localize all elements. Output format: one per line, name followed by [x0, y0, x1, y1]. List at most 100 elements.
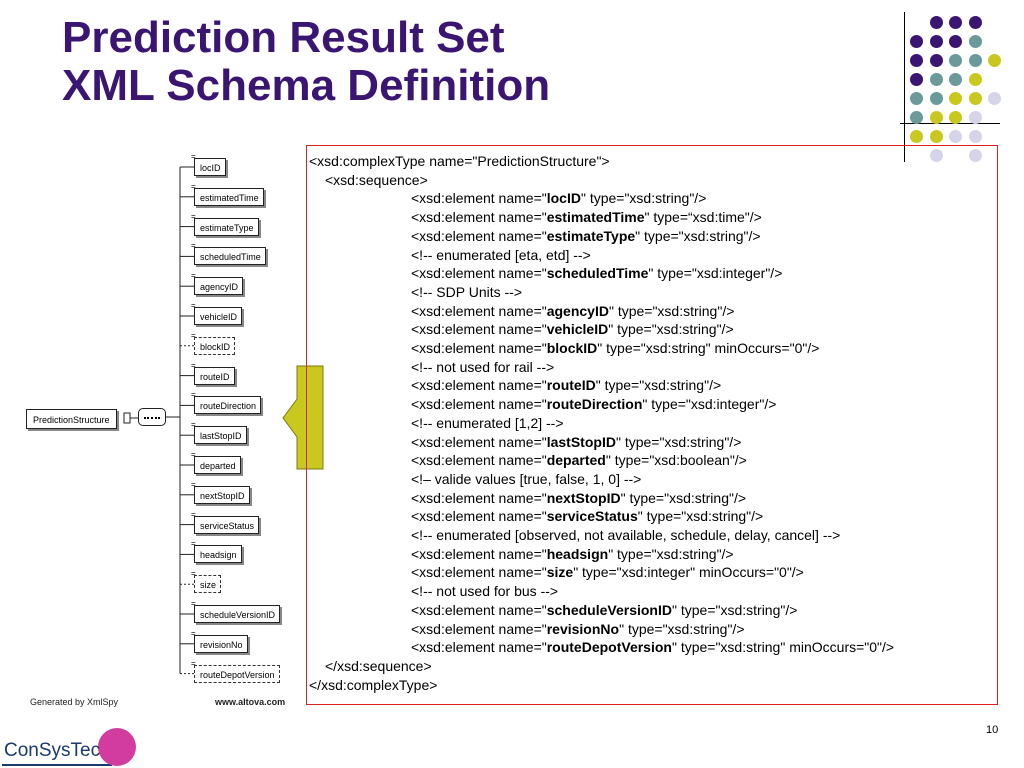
diagram-element-label: estimateType [200, 222, 254, 233]
code-element-attrs: " type="xsd:string"/> [620, 489, 747, 506]
element-type-marker: = [191, 628, 196, 638]
diagram-element-label: vehicleID [200, 312, 238, 322]
code-element-vehicleID: <xsd:element name="vehicleID" type="xsd:… [411, 320, 734, 339]
diagram-sequence-compositor [138, 408, 166, 426]
element-type-marker: = [191, 509, 196, 519]
diagram-element-agencyID: =agencyID [191, 272, 244, 296]
code-element-name: agencyID [546, 302, 609, 319]
sequence-dots-icon [144, 417, 160, 420]
decorative-dot [910, 92, 923, 105]
decorative-dot [968, 73, 982, 86]
decorative-dot [910, 35, 923, 48]
code-element-name: serviceStatus [546, 508, 638, 525]
diagram-root-expander [123, 412, 131, 424]
diagram-element-estimateType: =estimateType [191, 212, 259, 236]
element-type-marker: = [191, 271, 196, 281]
logo-underline [2, 764, 112, 766]
code-element-name: locID [546, 190, 581, 207]
logo-circle-icon [98, 728, 136, 766]
logo-text: ConSysTec [4, 740, 101, 761]
slide-title: Prediction Result Set XML Schema Definit… [62, 14, 550, 110]
code-element-attrs: " type="xsd:string"/> [608, 302, 735, 319]
slide-title-line-1: Prediction Result Set [62, 13, 505, 62]
element-type-marker: = [191, 450, 196, 459]
diagram-element-label: nextStopID [200, 490, 245, 501]
page-number: 10 [986, 724, 999, 736]
diagram-element-routeDirection: = routeDirection [191, 391, 262, 415]
code-element-prefix: <xsd:element name=" [411, 209, 547, 226]
diagram-element-size: =size [191, 570, 222, 594]
diagram-element-label: routeDepotVersion [200, 669, 275, 680]
code-element-agencyID: <xsd:element name="agencyID" type="xsd:s… [411, 302, 734, 321]
xsd-code-panel: <xsd:complexType name="PredictionStructu… [306, 145, 998, 705]
diagram-element-label: locID [200, 163, 221, 173]
diagram-element-locID: = locID [191, 153, 226, 176]
code-element-attrs: " type="xsd:string"/> [615, 433, 742, 450]
code-element-name: lastStopID [546, 433, 616, 450]
decorative-dot [929, 130, 943, 143]
code-element-name: routeDirection [546, 396, 643, 413]
code-element-prefix: <xsd:element name=" [411, 377, 547, 394]
element-type-marker: = [191, 360, 196, 370]
decorative-dot-grid [900, 12, 1020, 172]
code-element-locID: <xsd:element name="locID" type="xsd:stri… [411, 189, 706, 208]
code-element-name: blockID [546, 340, 598, 356]
code-element-prefix: <xsd:element name=" [411, 639, 547, 656]
code-element-name: headsign [546, 545, 609, 562]
decorative-dot [949, 54, 962, 67]
diagram-element-blockID: =blockID [191, 331, 236, 355]
decorative-dot [968, 16, 982, 29]
decorative-dot [949, 111, 962, 124]
decorative-dot [968, 54, 982, 67]
decorative-dot [910, 111, 923, 124]
code-element-name: revisionNo [546, 620, 620, 637]
code-open-sequence: <xsd:sequence> [325, 171, 428, 188]
decorative-dot [929, 73, 943, 86]
dot-grid-horizontal-rule [900, 123, 1000, 124]
slide-title-line-2: XML Schema Definition [62, 61, 551, 110]
element-type-marker: = [191, 181, 196, 191]
diagram-element-lastStopID: =lastStopID [191, 421, 247, 445]
code-element-attrs: " type="xsd:string"/> [637, 508, 764, 525]
code-element-name: routeID [546, 377, 596, 394]
element-type-marker: = [191, 599, 196, 608]
code-element-estimateType: <xsd:element name="estimateType" type="x… [411, 227, 761, 246]
decorative-dot [968, 92, 982, 105]
diagram-element-label: routeDirection [200, 401, 257, 412]
code-element-prefix: <xsd:element name=" [411, 396, 547, 413]
element-type-marker: = [191, 658, 196, 668]
diagram-element-vehicleID: =vehicleID [191, 302, 243, 325]
schema-diagram-connectors [123, 166, 194, 675]
code-element-prefix: <xsd:element name=" [411, 340, 547, 356]
element-type-marker: = [191, 152, 196, 161]
diagram-element-routeDepotVersion: = routeDepotVersion [191, 659, 280, 683]
code-element-routeDirection: <xsd:element name="routeDirection" type=… [411, 395, 776, 414]
code-element-name: routeDepotVersion [546, 639, 672, 656]
decorative-dot [929, 92, 943, 105]
diagram-element-label: routeID [200, 371, 230, 382]
code-element-scheduleVersionID: <xsd:element name="scheduleVersionID" ty… [411, 601, 797, 620]
code-element-attrs: " type="xsd:integer"/> [642, 396, 777, 413]
diagram-element-scheduleVersionID: =scheduleVersionID [191, 600, 281, 623]
element-type-marker: = [191, 569, 196, 579]
decorative-dot [929, 111, 943, 124]
diagram-element-nextStopID: = nextStopID [191, 480, 250, 504]
element-type-marker: = [191, 241, 196, 251]
element-type-marker: = [191, 390, 196, 400]
code-element-nextStopID: <xsd:element name="nextStopID" type="xsd… [411, 489, 746, 508]
code-comment: <!– valide values [true, false, 1, 0] --… [411, 470, 642, 487]
code-element-attrs: " type="xsd:boolean"/> [605, 452, 747, 469]
code-element-blockID: <xsd:element name="blockID" type="xsd:st… [411, 339, 819, 358]
diagram-root-element: PredictionStructure [26, 409, 117, 429]
decorative-dot [949, 35, 962, 48]
code-element-attrs: " type="xsd:string"/> [672, 601, 798, 618]
code-element-attrs: " type="xsd:string" minOccurs="0"/> [597, 340, 820, 356]
diagram-element-label: revisionNo [200, 639, 243, 650]
code-element-prefix: <xsd:element name=" [411, 265, 547, 282]
diagram-element-label: headsign [200, 550, 237, 561]
code-element-attrs: " type="xsd:string"/> [608, 545, 734, 562]
code-element-revisionNo: <xsd:element name="revisionNo" type="xsd… [411, 620, 745, 639]
element-type-marker: = [191, 479, 196, 489]
code-element-headsign: <xsd:element name="headsign" type="xsd:s… [411, 545, 734, 564]
code-element-prefix: <xsd:element name=" [411, 227, 547, 244]
